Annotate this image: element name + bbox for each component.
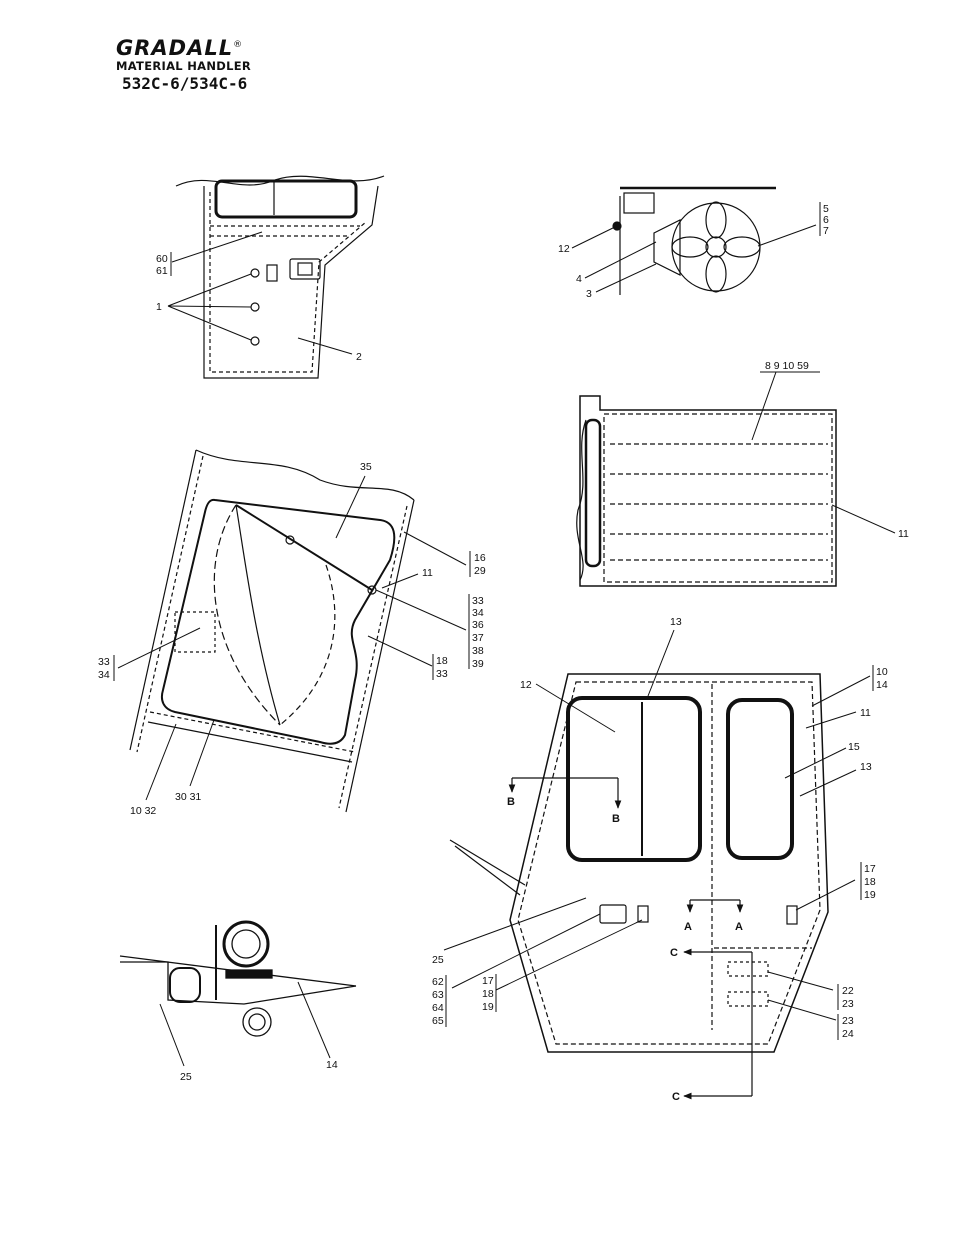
callout-5: 5 xyxy=(823,203,829,215)
view-rear-panel xyxy=(175,175,385,379)
callout-65: 65 xyxy=(432,1015,444,1027)
callout-18-window: 18 xyxy=(436,655,448,667)
view-roof-panel xyxy=(576,395,837,587)
callout-19-left: 19 xyxy=(482,1001,494,1013)
callout-18-left: 18 xyxy=(482,988,494,1000)
callout-24: 24 xyxy=(842,1028,854,1040)
callout-15: 15 xyxy=(848,741,860,753)
callout-23-b: 23 xyxy=(842,1015,854,1027)
callout-11-roof: 11 xyxy=(898,528,909,540)
callout-19-right: 19 xyxy=(864,889,876,901)
callout-33-c: 33 xyxy=(98,656,110,668)
section-a-right: A xyxy=(735,921,743,933)
callout-62: 62 xyxy=(432,976,444,988)
model-number: 532C-6/534C-6 xyxy=(122,74,248,93)
callout-labels: 60 61 1 2 12 4 3 5 6 7 8 9 10 59 11 35 1… xyxy=(98,203,909,1103)
callout-33-a: 33 xyxy=(472,595,484,607)
callout-25-cab: 25 xyxy=(432,954,444,966)
callout-38: 38 xyxy=(472,645,484,657)
callout-34-a: 34 xyxy=(472,607,484,619)
callout-11-window: 11 xyxy=(422,567,433,579)
callout-16: 16 xyxy=(474,552,486,564)
section-a-left: A xyxy=(684,921,692,933)
callout-3: 3 xyxy=(586,288,592,300)
callout-11-cab: 11 xyxy=(860,707,871,719)
callout-10-32: 10 32 xyxy=(130,805,156,817)
brand-logo: GRADALL® xyxy=(116,36,244,60)
callout-14-cab: 14 xyxy=(876,679,888,691)
callout-23-a: 23 xyxy=(842,998,854,1010)
section-b-right: B xyxy=(612,813,620,825)
leader-lines xyxy=(117,224,896,1067)
callout-6: 6 xyxy=(823,214,829,226)
callout-12-cab: 12 xyxy=(520,679,532,691)
callout-25-seal: 25 xyxy=(180,1071,192,1083)
callout-37: 37 xyxy=(472,632,484,644)
callout-35: 35 xyxy=(360,461,372,473)
callout-63: 63 xyxy=(432,989,444,1001)
section-c-top: C xyxy=(670,947,678,959)
callout-36: 36 xyxy=(472,619,484,631)
callout-29: 29 xyxy=(474,565,486,577)
section-b-left: B xyxy=(507,796,515,808)
callout-4: 4 xyxy=(576,273,582,285)
callout-60: 60 xyxy=(156,253,168,265)
callout-18-right: 18 xyxy=(864,876,876,888)
callout-12-top: 12 xyxy=(558,243,570,255)
view-cab-side xyxy=(449,673,829,1053)
view-seal-section xyxy=(119,920,357,1037)
callout-22: 22 xyxy=(842,985,854,997)
callout-17-right: 17 xyxy=(864,863,876,875)
callout-39: 39 xyxy=(472,658,484,670)
callout-61: 61 xyxy=(156,265,168,277)
view-front-window xyxy=(129,449,415,813)
product-subtitle: MATERIAL HANDLER xyxy=(116,59,252,73)
callout-brackets xyxy=(113,202,874,1040)
callout-33-b: 33 xyxy=(436,668,448,680)
callout-64: 64 xyxy=(432,1002,444,1014)
section-c-bottom: C xyxy=(672,1091,680,1103)
callout-13-top: 13 xyxy=(670,616,682,628)
callout-1: 1 xyxy=(156,301,162,313)
callout-14-seal: 14 xyxy=(326,1059,338,1071)
section-cut-lines xyxy=(508,777,753,1100)
callout-13-cab: 13 xyxy=(860,761,872,773)
callout-10-cab: 10 xyxy=(876,666,888,678)
callout-7: 7 xyxy=(823,225,829,237)
view-wiper-motor xyxy=(612,186,776,295)
callout-17-left: 17 xyxy=(482,975,494,987)
callout-30-31: 30 31 xyxy=(175,791,201,803)
callout-8-9-10-59: 8 9 10 59 xyxy=(765,360,809,372)
callout-2: 2 xyxy=(356,351,362,363)
callout-34-c: 34 xyxy=(98,669,110,681)
